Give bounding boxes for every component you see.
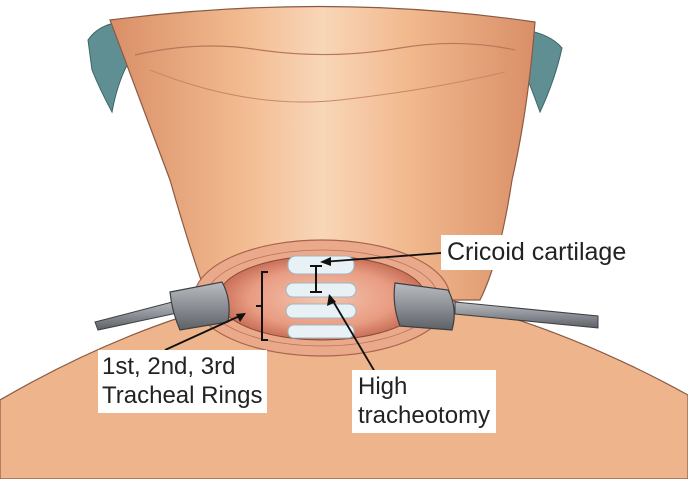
trachea bbox=[286, 256, 356, 338]
left-retractor bbox=[95, 282, 229, 330]
tracheal-rings-label-line2: Tracheal Rings bbox=[102, 381, 263, 410]
cricoid-cartilage-label: Cricoid cartilage bbox=[441, 235, 632, 270]
tracheal-rings-label-line1: 1st, 2nd, 3rd bbox=[102, 352, 263, 381]
tracheal-ring-1 bbox=[286, 283, 356, 297]
tracheal-ring-2 bbox=[286, 304, 356, 318]
high-tracheotomy-label: High tracheotomy bbox=[352, 370, 496, 433]
tracheal-ring-3 bbox=[288, 325, 354, 338]
high-tracheotomy-label-line2: tracheotomy bbox=[358, 401, 490, 430]
high-tracheotomy-label-line1: High bbox=[358, 372, 490, 401]
tracheal-rings-label: 1st, 2nd, 3rd Tracheal Rings bbox=[98, 350, 267, 413]
